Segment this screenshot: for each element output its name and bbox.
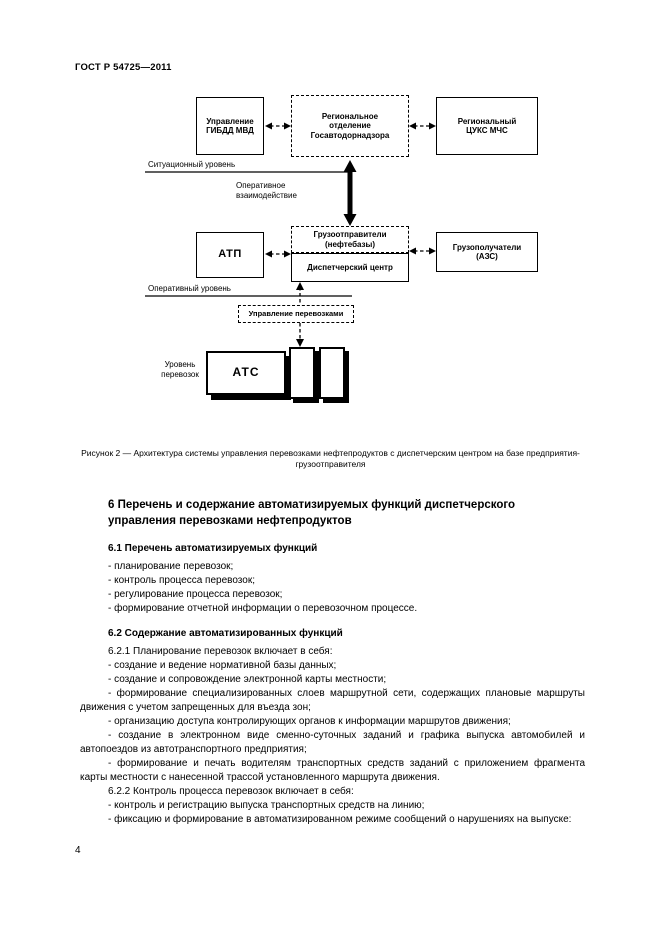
section-6-2-heading: 6.2 Содержание автоматизированных функци… (108, 628, 343, 639)
list-item: - формирование отчетной информации о пер… (108, 603, 418, 614)
operational-level-label: Оперативный уровень (148, 284, 231, 293)
figure-caption: Рисунок 2 — Архитектура системы управлен… (81, 448, 580, 469)
arrow-atp-shippers (265, 250, 291, 258)
atc-stack-card-2 (319, 347, 345, 399)
box-atc-label: АТС (232, 365, 260, 380)
document-body: 6 Перечень и содержание автоматизируемых… (80, 497, 585, 827)
box-atp-label: АТП (218, 248, 242, 261)
box-consignees-label: Грузополучатели (АЗС) (452, 242, 522, 262)
arrow-operational-interaction (343, 160, 357, 226)
list-item: - создание и ведение нормативной базы да… (108, 660, 337, 671)
box-shippers-label: Грузоотправители (нефтебазы) (313, 230, 387, 249)
box-atc: АТС (206, 351, 286, 395)
box-gibdd-label: Управление ГИБДД МВД (206, 116, 254, 136)
list-item: - фиксацию и формирование в автоматизиро… (108, 814, 572, 825)
section-6-1-heading: 6.1 Перечень автоматизируемых функций (108, 543, 318, 554)
arrow-rosnadzor-cuks (409, 122, 436, 130)
box-dispatch-center: Диспетчерский центр (291, 253, 409, 282)
figure-2: Управление ГИБДД МВД Региональное отделе… (0, 90, 661, 446)
box-consignees: Грузополучатели (АЗС) (436, 232, 538, 272)
situational-level-label: Ситуационный уровень (148, 160, 236, 169)
box-transport-management-label: Управление перевозками (248, 309, 344, 319)
box-cuks-label: Региональный ЦУКС МЧС (457, 116, 517, 136)
operational-interaction-label: Оперативное взаимодействие (236, 181, 297, 200)
box-gibdd: Управление ГИБДД МВД (196, 97, 264, 155)
box-transport-management: Управление перевозками (238, 305, 354, 323)
box-dispatch-center-label: Диспетчерский центр (307, 262, 393, 272)
arrow-dispatch-atc (296, 282, 304, 347)
list-item: - контроль процесса перевозок; (108, 575, 255, 586)
box-rosnadzor-label: Региональное отделение Госавтодорнадзора (310, 111, 390, 140)
list-item: - планирование перевозок; (108, 561, 234, 572)
list-item: - создание и сопровождение электронной к… (108, 674, 387, 685)
box-rosnadzor: Региональное отделение Госавтодорнадзора (291, 95, 409, 157)
page-number: 4 (75, 845, 81, 856)
arrow-gibdd-rosnadzor (265, 122, 291, 130)
paragraph: 6.2.2 Контроль процесса перевозок включа… (108, 786, 354, 797)
doc-code-header: ГОСТ Р 54725—2011 (75, 62, 172, 73)
transport-level-label: Уровень перевозок (161, 360, 199, 379)
arrow-shippers-consignees (409, 247, 436, 255)
paragraph: 6.2.1 Планирование перевозок включает в … (108, 646, 333, 657)
box-atp: АТП (196, 232, 264, 278)
list-item: - регулирование процесса перевозок; (108, 589, 283, 600)
figure-connectors (145, 122, 436, 347)
list-item: - контроль и регистрацию выпуска транспо… (108, 800, 425, 811)
box-shippers: Грузоотправители (нефтебазы) (291, 226, 409, 253)
list-item: - создание в электронном виде сменно-сут… (80, 730, 585, 755)
list-item: - формирование и печать водителям трансп… (80, 758, 585, 783)
section-6-heading: 6 Перечень и содержание автоматизируемых… (108, 499, 516, 527)
box-cuks: Региональный ЦУКС МЧС (436, 97, 538, 155)
list-item: - формирование специализированных слоев … (80, 688, 585, 713)
list-item: - организацию доступа контролирующих орг… (108, 716, 511, 727)
atc-stack-card-1 (289, 347, 315, 399)
